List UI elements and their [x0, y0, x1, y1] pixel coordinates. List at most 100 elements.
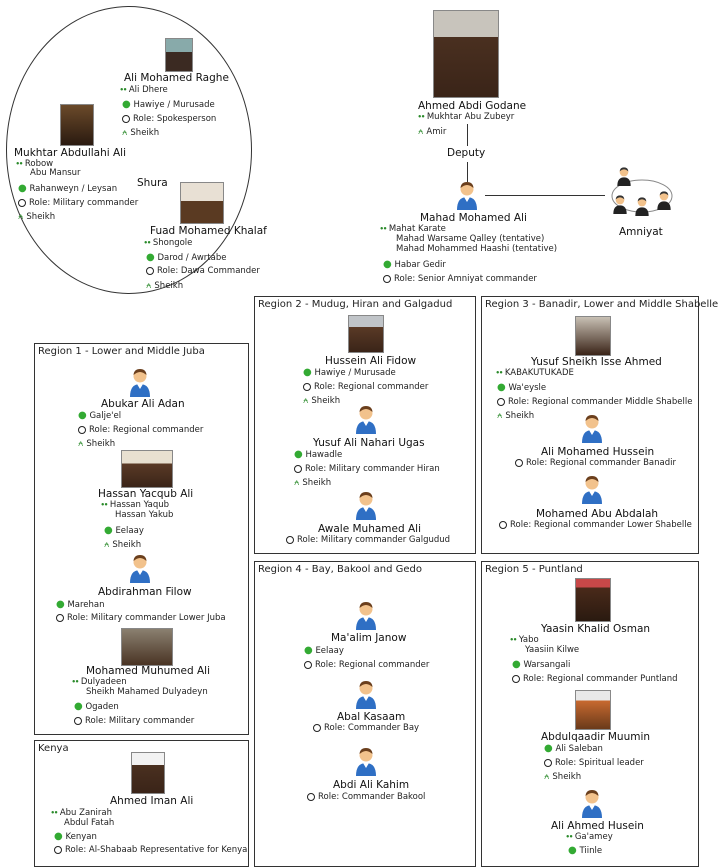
person-name: Abal Kasaam [337, 711, 406, 723]
shura-circle [6, 6, 252, 294]
title-icon: ⍲ [78, 439, 84, 449]
person-icon [354, 600, 378, 630]
title-icon: ⍲ [294, 478, 300, 488]
region-title: Kenya [38, 743, 69, 754]
bullet-icon: ● [18, 183, 27, 194]
title-icon: ⍲ [122, 128, 128, 138]
title: ⍲Sheikh [303, 396, 341, 406]
bullet-icon: ● [54, 831, 63, 842]
title: ⍲Sheikh [497, 411, 535, 421]
role-icon [54, 845, 62, 854]
bullet-icon: ● [544, 743, 553, 754]
title: ⍲Sheikh [104, 540, 142, 550]
person-name: Mohamed Muhumed Ali [86, 665, 210, 677]
bullet-icon: ● [303, 367, 312, 378]
role: Role: Regional commander Lower Shabelle [499, 520, 692, 531]
alias-icon: ꔷꔷ [566, 833, 573, 841]
leader-name: Ahmed Abdi Godane [418, 100, 527, 112]
person-name: Awale Muhamed Ali [318, 523, 422, 535]
role: Role: Military commander [18, 198, 138, 209]
clan: ● Ali Saleban [544, 743, 603, 754]
role: Role: Spiritual leader [544, 758, 644, 769]
person-icon [354, 746, 378, 776]
role-icon [74, 716, 82, 725]
title-icon: ⍲ [544, 772, 550, 782]
alias: Mahad Warsame Qalley (tentative) [396, 234, 545, 244]
connector-line [485, 195, 605, 196]
person-name: Abdirahman Filow [98, 586, 192, 598]
clan: ● Kenyan [54, 831, 97, 842]
clan: ● Marehan [56, 599, 105, 610]
alias-icon: ꔷꔷ [16, 160, 23, 168]
role: Role: Al-Shabaab Representative for Keny… [54, 845, 247, 856]
role: Role: Military commander Lower Juba [56, 613, 226, 624]
person-name: Yusuf Sheikh Isse Ahmed [531, 356, 662, 368]
person-icon [128, 553, 152, 583]
role: Role: Senior Amniyat commander [383, 274, 537, 285]
photo-yaasin [575, 578, 611, 622]
role: Role: Regional commander Middle Shabelle [497, 397, 692, 408]
clan: ● Rahanweyn / Leysan [18, 183, 118, 194]
bullet-icon: ● [122, 99, 131, 110]
bullet-icon: ● [74, 701, 83, 712]
bullet-icon: ● [56, 599, 65, 610]
person-icon [354, 679, 378, 709]
person-name: Mohamed Abu Abdalah [536, 508, 659, 520]
clan: ● Wa'eysle [497, 382, 547, 393]
person-icon [128, 367, 152, 397]
clan: ● Eelaay [304, 645, 344, 656]
role: Role: Regional commander [304, 660, 429, 671]
clan: ● Hawadle [294, 449, 343, 460]
person-name: Abukar Ali Adan [101, 398, 185, 410]
photo-mohamed-muhumed [121, 628, 173, 666]
person-name: Hussein Ali Fidow [325, 355, 417, 367]
role-icon [146, 266, 154, 275]
role-icon [544, 758, 552, 767]
person-name: Hassan Yacqub Ali [98, 488, 194, 500]
amniyat-label: Amniyat [619, 226, 663, 238]
title-icon: ⍲ [418, 127, 424, 137]
role-icon [497, 397, 505, 406]
role: Role: Regional commander Banadir [515, 458, 676, 469]
title: ⍲Sheikh [146, 281, 184, 291]
clan: ● Darod / Awrtabe [146, 252, 227, 263]
region-title: Region 1 - Lower and Middle Juba [38, 346, 205, 357]
alias-icon: ꔷꔷ [496, 369, 503, 377]
region-1-box: Region 1 - Lower and Middle Juba [34, 343, 249, 735]
bullet-icon: ● [78, 410, 87, 421]
region-title: Region 2 - Mudug, Hiran and Galgadud [258, 299, 453, 310]
person-name: Ahmed Iman Ali [110, 795, 194, 807]
person-icon [580, 788, 604, 818]
role: Role: Dawa Commander [146, 266, 260, 277]
alias-icon: ꔷꔷ [418, 113, 425, 121]
role-icon [286, 535, 294, 544]
person-name: Ali Mohamed Raghe [124, 72, 229, 84]
connector-line [467, 124, 468, 146]
role-icon [499, 520, 507, 529]
person-icon [354, 490, 378, 520]
person-name: Mahad Mohamed Ali [420, 212, 527, 224]
person-name: Yaasin Khalid Osman [541, 623, 651, 635]
role: Role: Regional commander [303, 382, 428, 393]
photo-yusuf-isse [575, 316, 611, 356]
alias: Hassan Yakub [115, 510, 174, 520]
alias: Abu Mansur [30, 168, 81, 178]
role: Role: Spokesperson [122, 114, 216, 125]
role: Role: Military commander [74, 716, 194, 727]
alias-icon: ꔷꔷ [51, 809, 58, 817]
bullet-icon: ● [304, 645, 313, 656]
title-icon: ⍲ [146, 281, 152, 291]
title: ⍲Sheikh [544, 772, 582, 782]
region-title: Region 4 - Bay, Bakool and Gedo [258, 564, 422, 575]
alias: Abdul Fatah [64, 818, 115, 828]
alias-icon: ꔷꔷ [101, 501, 108, 509]
role-icon [294, 464, 302, 473]
region-title: Region 3 - Banadir, Lower and Middle Sha… [485, 299, 718, 310]
